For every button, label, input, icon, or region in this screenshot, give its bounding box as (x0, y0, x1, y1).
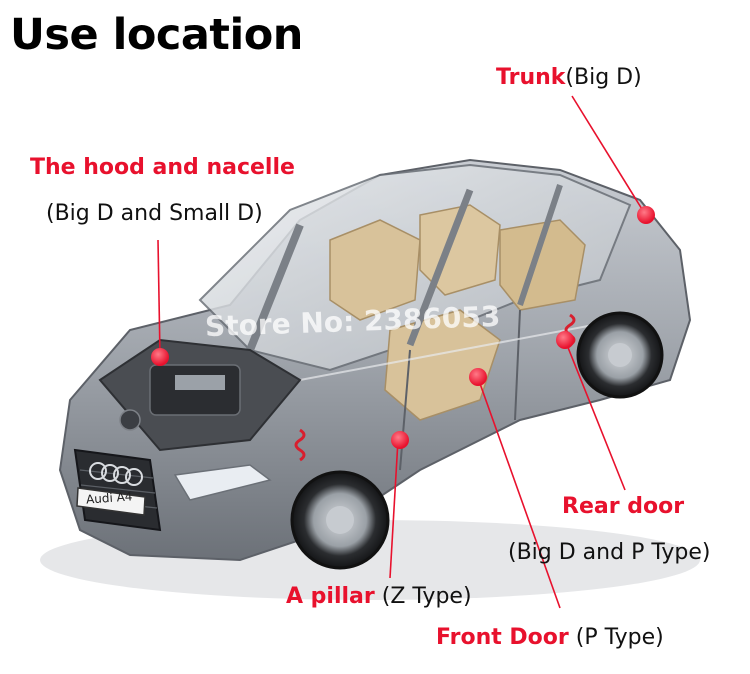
hood-detail: (Big D and Small D) (46, 201, 263, 226)
a-pillar-marker (391, 431, 409, 449)
trunk-marker (637, 206, 655, 224)
page-title: Use location (10, 10, 303, 60)
rear-door-name: Rear door (562, 494, 685, 519)
hood-name: The hood and nacelle (30, 155, 295, 180)
front-door-label: Front Door (P Type) (436, 625, 664, 650)
a-pillar-detail: (Z Type) (381, 584, 472, 609)
rear-door-marker (556, 331, 574, 349)
a-pillar-label: A pillar (Z Type) (286, 584, 472, 609)
front-door-name: Front Door (436, 625, 569, 650)
trunk-label: Trunk(Big D) (496, 65, 642, 90)
a-pillar-name: A pillar (286, 584, 375, 609)
front-door-marker (469, 368, 487, 386)
trunk-detail: (Big D) (565, 65, 642, 90)
hood-marker (151, 348, 169, 366)
hood-label: The hood and nacelle (30, 155, 295, 180)
rear-door-detail: (Big D and P Type) (508, 540, 711, 565)
front-door-detail: (P Type) (575, 625, 664, 650)
trunk-name: Trunk (496, 65, 566, 90)
rear-door-label: Rear door (562, 494, 685, 519)
